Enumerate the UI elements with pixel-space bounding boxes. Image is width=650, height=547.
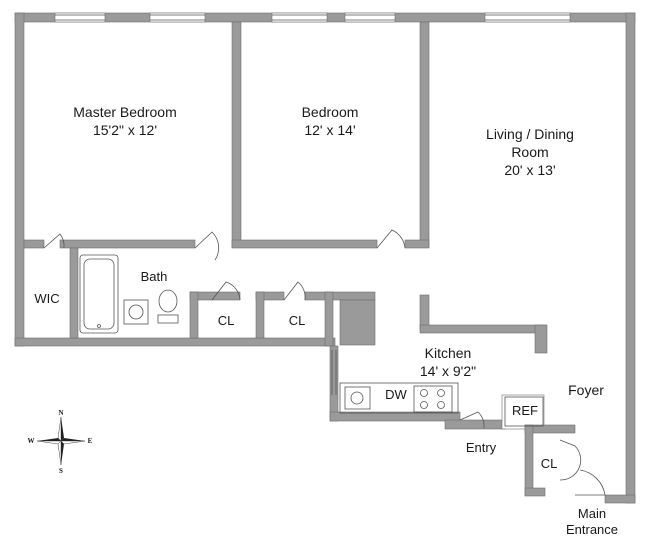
bathtub	[79, 254, 119, 334]
living-dining-size: 20' x 13'	[504, 162, 556, 178]
kitchen-sink	[344, 386, 371, 410]
toilet	[158, 289, 178, 313]
master-bedroom-label: Master Bedroom 15'2" x 12'	[73, 103, 176, 139]
foyer-label: Foyer	[568, 382, 604, 398]
kitchen-name: Kitchen	[424, 345, 472, 361]
door-closet-2	[283, 281, 306, 301]
master-bedroom-name: Master Bedroom	[73, 104, 177, 120]
door-closet-3	[559, 439, 582, 481]
closet-3-label: CL	[540, 456, 558, 471]
sink	[123, 299, 149, 325]
door-main-entrance	[575, 469, 606, 496]
refrigerator-label: REF	[512, 403, 538, 418]
compass-east: E	[87, 437, 93, 445]
dishwasher-label: DW	[385, 387, 407, 402]
entry-label: Entry	[465, 440, 497, 455]
master-bedroom-size: 15'2" x 12'	[92, 122, 158, 138]
bedroom-size: 12' x 14'	[304, 122, 356, 138]
walls	[14, 12, 636, 504]
windows	[55, 14, 570, 395]
door-bedroom	[376, 229, 406, 249]
door-swings	[43, 229, 606, 496]
compass-rose	[36, 416, 86, 466]
door-bath	[194, 231, 220, 261]
door-entry	[459, 411, 485, 429]
wic-label: WIC	[34, 291, 60, 306]
main-entrance-name-2: Entrance	[565, 522, 619, 537]
compass-south: S	[59, 467, 63, 475]
bath-label: Bath	[140, 269, 168, 284]
compass-west: W	[27, 437, 35, 445]
kitchen-fixtures	[339, 382, 544, 427]
bedroom-name: Bedroom	[301, 104, 359, 120]
door-master-bedroom	[43, 233, 65, 249]
bath-fixtures	[79, 254, 179, 334]
compass-north: N	[58, 409, 64, 417]
closet-2-label: CL	[288, 313, 306, 328]
main-entrance-name-1: Main	[577, 506, 607, 521]
refrigerator	[504, 396, 544, 427]
bedroom-label: Bedroom 12' x 14'	[302, 103, 359, 139]
closet-1-label: CL	[217, 313, 235, 328]
living-dining-label: Living / Dining Room 20' x 13'	[486, 125, 574, 179]
living-dining-name-2: Room	[511, 144, 549, 160]
living-dining-name-1: Living / Dining	[486, 126, 574, 142]
door-closet-1	[211, 281, 241, 301]
main-entrance-label: Main Entrance	[566, 506, 618, 538]
kitchen-label: Kitchen 14' x 9'2"	[420, 344, 476, 380]
kitchen-size: 14' x 9'2"	[419, 363, 477, 379]
stove	[413, 385, 453, 413]
kitchen-counter	[339, 382, 459, 414]
